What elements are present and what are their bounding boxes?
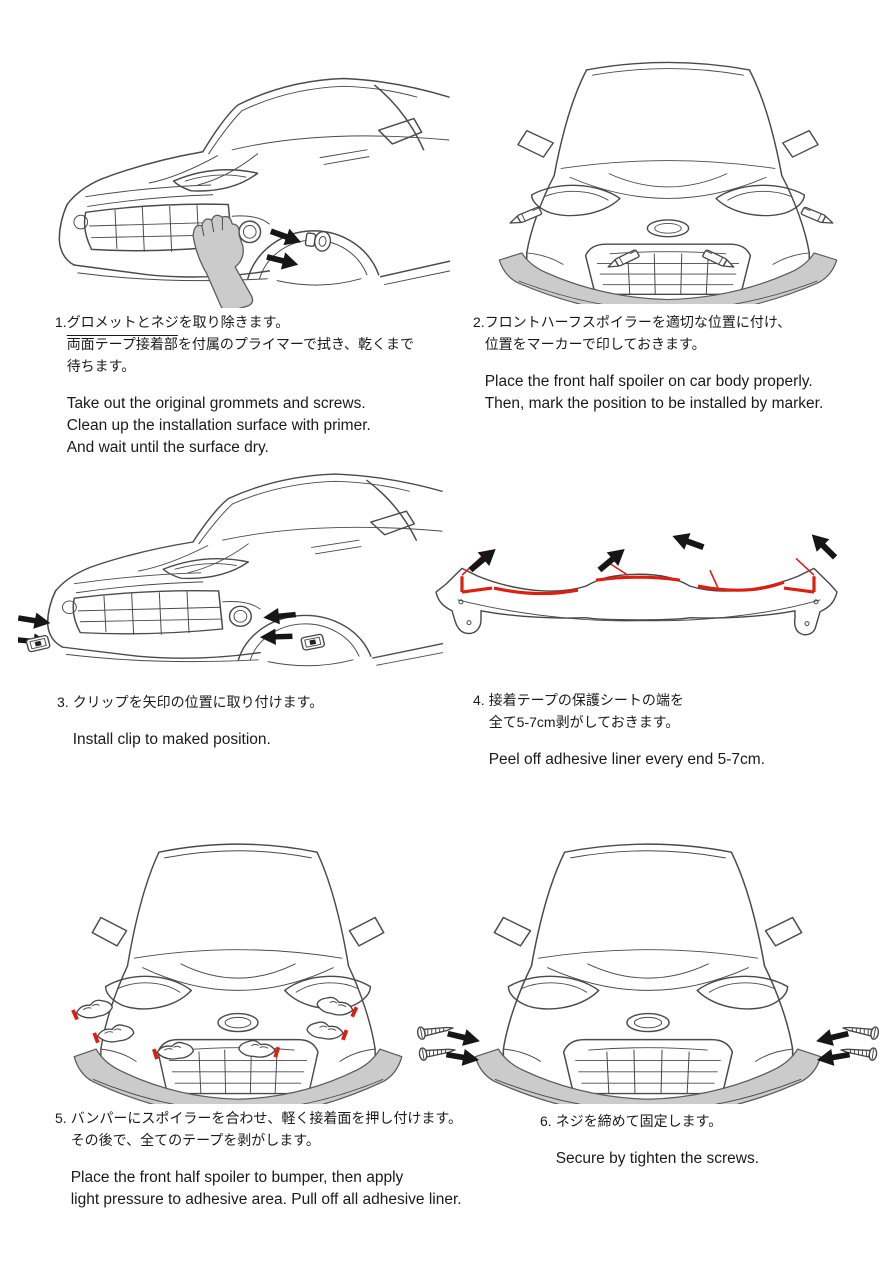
- step-number: 6.: [540, 1113, 552, 1129]
- step-1-text: 1. グロメットとネジを取り除きます。 両面テープ接着部を付属のプライマーで拭き…: [55, 311, 465, 459]
- step-en-text: Peel off adhesive liner every end 5-7cm.: [488, 751, 765, 768]
- step-jp-text: バンパーにスポイラーを合わせ、軽く接着面を押し付けます。 その後で、全てのテープ…: [70, 1110, 462, 1148]
- liner-peel-hand-icon: [91, 1022, 136, 1046]
- figure-step6-tighten-screws: [415, 843, 881, 1104]
- step-number: 2.: [473, 314, 485, 330]
- step-number: 1.: [55, 314, 67, 330]
- liner-peel-hand-icon: [315, 994, 360, 1020]
- clip-icon: [25, 634, 52, 653]
- screw-icon: [415, 1021, 455, 1041]
- step-en-text: Secure by tighten the screws.: [555, 1150, 760, 1167]
- arrow-icon: [18, 609, 52, 632]
- figure-step3-install-clips: [18, 473, 443, 667]
- screw-icon: [841, 1021, 881, 1041]
- marker-pen-icon: [800, 206, 836, 228]
- step-2-text: 2. フロントハーフスポイラーを適切な位置に付け、 位置をマーカーで印しておきま…: [473, 311, 888, 415]
- step-en-text: Install clip to maked position.: [72, 731, 271, 748]
- step-3-text: 3. クリップを矢印の位置に取り付けます。 Install clip to ma…: [57, 691, 457, 751]
- figure-step1-clean-surface: [58, 77, 450, 308]
- marker-pen-icon: [507, 206, 543, 228]
- arrow-icon: [669, 527, 707, 556]
- step-en-text: Take out the original grommets and screw…: [66, 395, 371, 456]
- liner-peel-hand-icon: [237, 1038, 282, 1060]
- screw-icon: [417, 1043, 457, 1062]
- step-jp-text: 接着テープの保護シートの端を 全て5-7cm剥がしておきます。: [488, 692, 684, 730]
- spoiler-part: [435, 567, 838, 636]
- figure-step5-press-and-pull: [69, 843, 403, 1104]
- arrow-icon: [593, 542, 631, 577]
- arrow-icon: [805, 528, 842, 564]
- screw-icon: [839, 1043, 879, 1062]
- wiping-hand: [192, 214, 254, 308]
- step-6-text: 6. ネジを締めて固定します。 Secure by tighten the sc…: [540, 1110, 870, 1170]
- step-number: 3.: [57, 694, 69, 710]
- arrow-icon: [264, 248, 301, 274]
- step-jp-text: クリップを矢印の位置に取り付けます。: [72, 694, 324, 710]
- step-number: 5.: [55, 1110, 67, 1126]
- arrow-icon: [262, 606, 297, 626]
- step-jp-text: フロントハーフスポイラーを適切な位置に付け、 位置をマーカーで印しておきます。: [484, 314, 792, 352]
- clip-icon: [299, 633, 326, 652]
- step-5-text: 5. バンパーにスポイラーを合わせ、軽く接着面を押し付けます。 その後で、全ての…: [55, 1107, 490, 1211]
- step-en-text: Place the front half spoiler on car body…: [484, 373, 824, 412]
- liner-peel-hand-icon: [305, 1019, 350, 1043]
- liner-peel-hand-icon: [150, 1040, 195, 1062]
- step-en-text: Place the front half spoiler to bumper, …: [70, 1169, 462, 1208]
- step-jp-text: ネジを締めて固定します。: [555, 1113, 723, 1129]
- step-4-text: 4. 接着テープの保護シートの端を 全て5-7cm剥がしておきます。 Peel …: [473, 689, 883, 771]
- step-number: 4.: [473, 692, 485, 708]
- figure-step4-peel-liner: [435, 527, 842, 636]
- overlined-phrase: 両面テープ接着部: [66, 336, 178, 352]
- figure-step2-mark-position: [498, 61, 838, 304]
- adhesive-tape: [460, 575, 816, 596]
- grommet-icon: [304, 228, 333, 253]
- step-jp-text: グロメットとネジを取り除きます。 両面テープ接着部を付属のプライマーで拭き、乾く…: [66, 314, 415, 374]
